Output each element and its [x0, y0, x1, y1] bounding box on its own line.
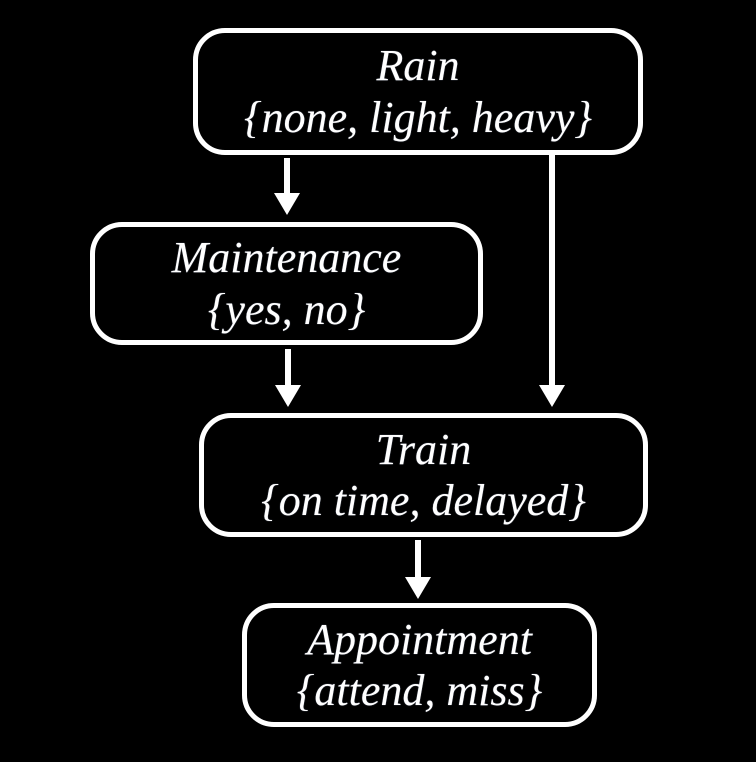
- node-rain: Rain {none, light, heavy}: [193, 28, 643, 155]
- edge-train-to-appointment-arrow: [405, 540, 431, 599]
- node-train: Train {on time, delayed}: [199, 413, 648, 537]
- arrowhead-icon: [405, 577, 431, 599]
- node-rain-domain: {none, light, heavy}: [244, 92, 592, 142]
- arrowhead-icon: [275, 385, 301, 407]
- node-appointment: Appointment {attend, miss}: [242, 603, 597, 727]
- node-maintenance-label: Maintenance: [171, 233, 402, 283]
- arrowhead-icon: [274, 193, 300, 215]
- edge-rain-to-train-arrow: [539, 154, 565, 407]
- node-maintenance: Maintenance {yes, no}: [90, 222, 483, 345]
- node-train-label: Train: [375, 424, 472, 474]
- node-rain-label: Rain: [376, 41, 460, 91]
- node-train-domain: {on time, delayed}: [261, 476, 586, 525]
- arrowhead-icon: [539, 385, 565, 407]
- node-maintenance-domain: {yes, no}: [207, 284, 366, 334]
- edge-rain-to-maintenance-arrow: [274, 158, 300, 215]
- node-appointment-label: Appointment: [307, 614, 532, 664]
- node-appointment-domain: {attend, miss}: [296, 666, 543, 715]
- edge-maintenance-to-train-arrow: [275, 349, 301, 407]
